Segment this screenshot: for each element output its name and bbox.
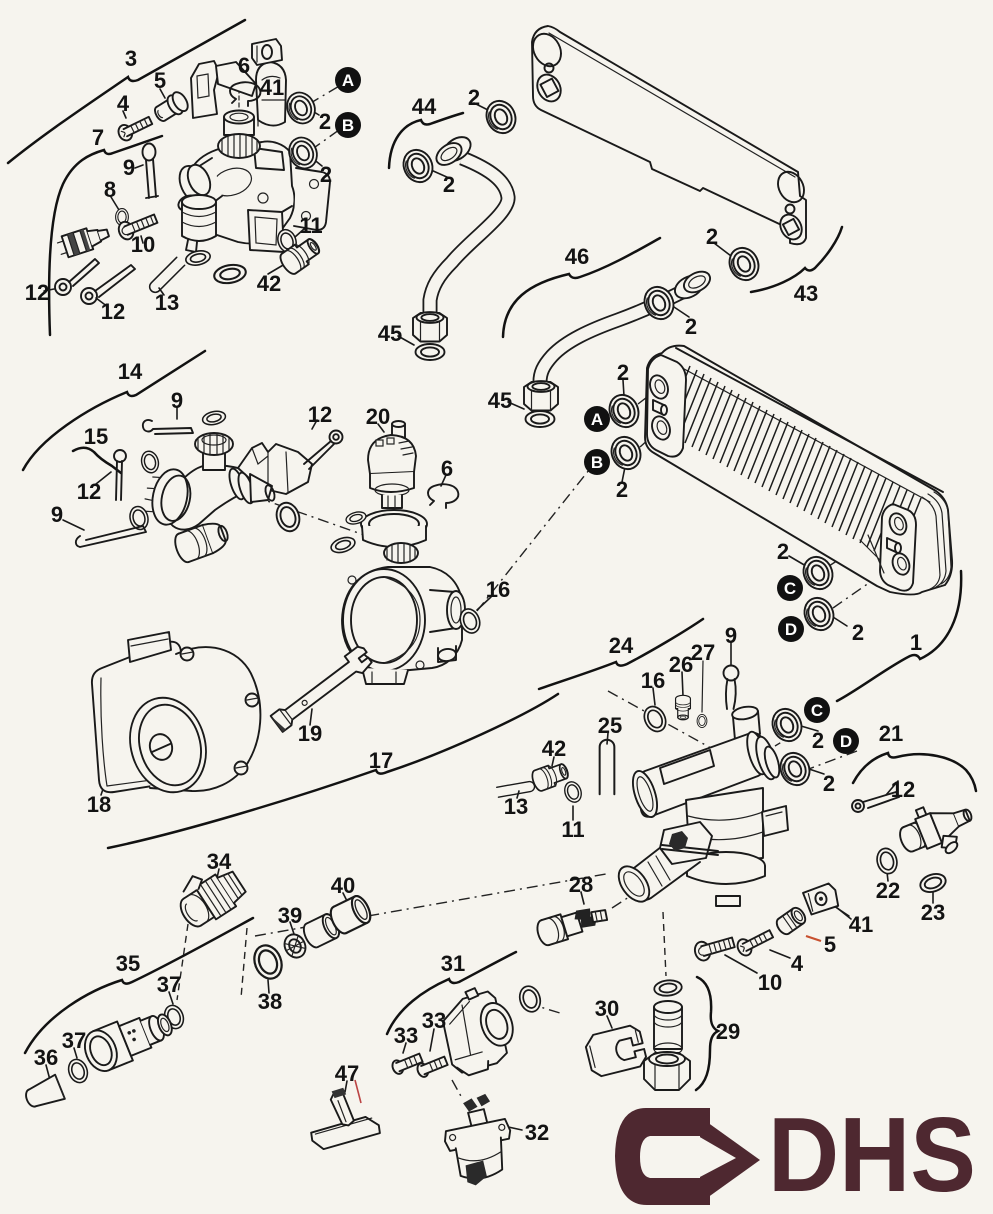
svg-text:44: 44 — [412, 94, 437, 119]
svg-text:4: 4 — [117, 91, 130, 116]
svg-text:2: 2 — [852, 620, 864, 645]
svg-text:41: 41 — [849, 912, 873, 937]
svg-text:14: 14 — [118, 359, 143, 384]
svg-text:9: 9 — [123, 155, 135, 180]
svg-text:D: D — [840, 732, 852, 751]
svg-text:16: 16 — [486, 577, 510, 602]
svg-text:10: 10 — [758, 970, 782, 995]
svg-text:20: 20 — [366, 404, 390, 429]
svg-text:41: 41 — [260, 75, 284, 100]
svg-text:45: 45 — [378, 321, 402, 346]
svg-text:5: 5 — [824, 932, 836, 957]
svg-text:9: 9 — [51, 502, 63, 527]
svg-text:B: B — [591, 453, 603, 472]
svg-text:1: 1 — [910, 630, 922, 655]
svg-text:33: 33 — [422, 1008, 446, 1033]
svg-text:9: 9 — [725, 623, 737, 648]
svg-text:22: 22 — [876, 878, 900, 903]
svg-text:34: 34 — [207, 849, 232, 874]
svg-text:45: 45 — [488, 388, 512, 413]
svg-text:2: 2 — [319, 109, 331, 134]
svg-text:2: 2 — [443, 172, 455, 197]
svg-text:A: A — [591, 410, 603, 429]
svg-text:2: 2 — [616, 477, 628, 502]
svg-text:29: 29 — [716, 1019, 740, 1044]
svg-text:43: 43 — [794, 281, 818, 306]
svg-text:47: 47 — [335, 1061, 359, 1086]
svg-text:11: 11 — [299, 213, 322, 238]
svg-text:6: 6 — [441, 456, 453, 481]
svg-text:C: C — [784, 579, 796, 598]
svg-text:19: 19 — [298, 721, 322, 746]
svg-text:31: 31 — [441, 951, 465, 976]
svg-text:D: D — [785, 620, 797, 639]
svg-text:42: 42 — [542, 736, 566, 761]
svg-text:26: 26 — [669, 652, 693, 677]
svg-text:A: A — [342, 71, 354, 90]
svg-text:32: 32 — [525, 1120, 549, 1145]
svg-text:37: 37 — [157, 972, 181, 997]
svg-text:DHS: DHS — [768, 1096, 976, 1214]
svg-text:30: 30 — [595, 996, 619, 1021]
svg-text:36: 36 — [34, 1045, 58, 1070]
svg-text:2: 2 — [706, 224, 718, 249]
svg-text:40: 40 — [331, 873, 355, 898]
svg-text:4: 4 — [791, 951, 804, 976]
svg-text:21: 21 — [879, 721, 903, 746]
svg-text:33: 33 — [394, 1023, 418, 1048]
svg-text:18: 18 — [87, 792, 111, 817]
svg-text:2: 2 — [812, 728, 824, 753]
svg-text:B: B — [342, 116, 354, 135]
svg-text:15: 15 — [84, 424, 108, 449]
svg-text:17: 17 — [369, 748, 393, 773]
svg-text:3: 3 — [125, 46, 137, 71]
svg-text:2: 2 — [617, 360, 629, 385]
svg-text:38: 38 — [258, 989, 282, 1014]
svg-text:12: 12 — [25, 280, 49, 305]
svg-text:16: 16 — [641, 668, 665, 693]
svg-text:12: 12 — [891, 777, 915, 802]
svg-text:12: 12 — [77, 479, 101, 504]
svg-text:12: 12 — [308, 402, 332, 427]
svg-text:27: 27 — [691, 640, 715, 665]
svg-text:39: 39 — [278, 903, 302, 928]
svg-text:2: 2 — [468, 85, 480, 110]
svg-text:24: 24 — [609, 633, 634, 658]
svg-text:10: 10 — [131, 232, 155, 257]
svg-text:5: 5 — [154, 68, 166, 93]
svg-text:2: 2 — [777, 539, 789, 564]
svg-text:11: 11 — [561, 817, 584, 842]
svg-text:9: 9 — [171, 388, 183, 413]
svg-text:28: 28 — [569, 872, 593, 897]
svg-text:7: 7 — [92, 125, 104, 150]
svg-text:12: 12 — [101, 299, 125, 324]
svg-text:25: 25 — [598, 713, 622, 738]
svg-text:13: 13 — [504, 794, 528, 819]
svg-text:35: 35 — [116, 951, 140, 976]
svg-text:37: 37 — [62, 1028, 86, 1053]
svg-text:C: C — [811, 701, 823, 720]
svg-text:2: 2 — [823, 771, 835, 796]
svg-text:23: 23 — [921, 900, 945, 925]
svg-text:6: 6 — [238, 53, 250, 78]
svg-text:2: 2 — [685, 314, 697, 339]
svg-text:2: 2 — [320, 162, 332, 187]
svg-text:8: 8 — [104, 177, 116, 202]
svg-text:13: 13 — [155, 290, 179, 315]
svg-text:46: 46 — [565, 244, 589, 269]
svg-text:42: 42 — [257, 271, 281, 296]
